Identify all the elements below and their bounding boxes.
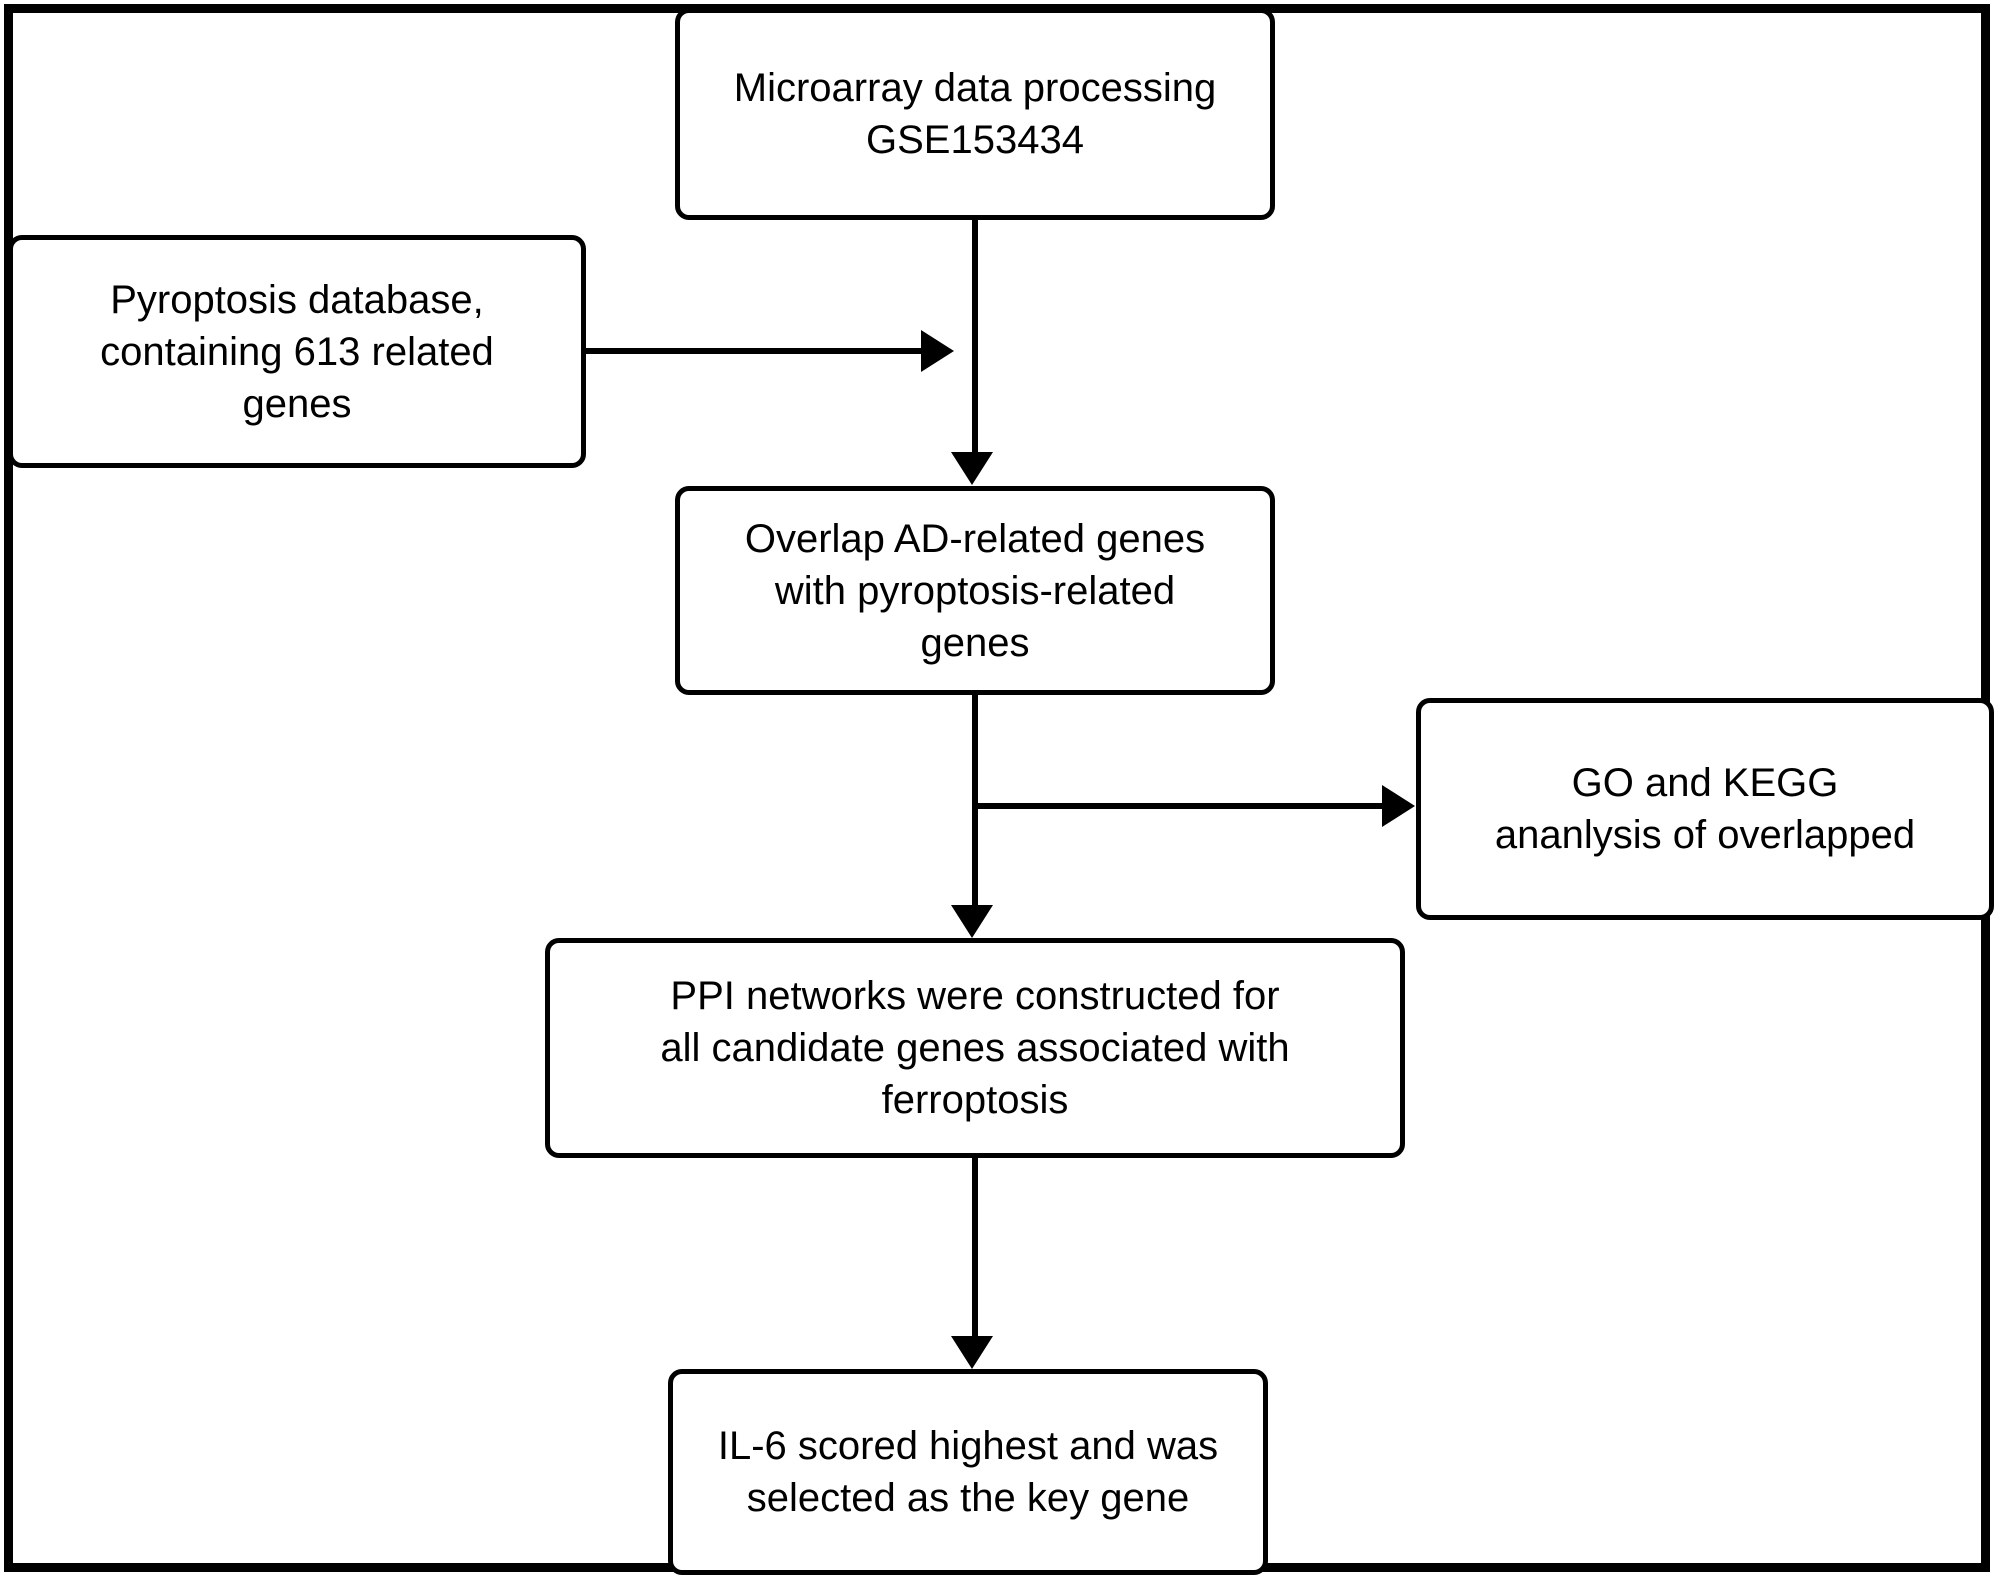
arrow-down-icon-overlap-to-ppi bbox=[951, 905, 993, 938]
node-pyroptosis-database[interactable]: Pyroptosis database, containing 613 rela… bbox=[8, 235, 586, 468]
edge-spine-to-go-kegg-line bbox=[975, 803, 1385, 809]
node-overlap-genes[interactable]: Overlap AD-related genes with pyroptosis… bbox=[675, 486, 1275, 695]
node-ppi-networks[interactable]: PPI networks were constructed for all ca… bbox=[545, 938, 1405, 1158]
node-pyroptosis-label: Pyroptosis database, containing 613 rela… bbox=[100, 277, 494, 426]
arrow-down-icon-microarray-to-overlap bbox=[951, 452, 993, 485]
edge-ppi-to-il6-line bbox=[972, 1158, 978, 1338]
edge-pyroptosis-to-spine-line bbox=[586, 348, 926, 354]
arrow-right-icon-spine-to-go-kegg bbox=[1382, 785, 1415, 827]
node-overlap-label: Overlap AD-related genes with pyroptosis… bbox=[744, 516, 1206, 665]
arrow-right-icon-pyroptosis-to-spine bbox=[921, 330, 954, 372]
node-il6-label: IL-6 scored highest and was selected as … bbox=[717, 1424, 1219, 1520]
arrow-down-icon-ppi-to-il6 bbox=[951, 1336, 993, 1369]
node-microarray-data-processing[interactable]: Microarray data processing GSE153434 bbox=[675, 8, 1275, 220]
node-ppi-label: PPI networks were constructed for all ca… bbox=[660, 974, 1290, 1122]
node-microarray-label: Microarray data processing GSE153434 bbox=[733, 66, 1217, 162]
node-go-kegg-analysis[interactable]: GO and KEGG ananlysis of overlapped bbox=[1416, 698, 1994, 920]
node-il6-key-gene[interactable]: IL-6 scored highest and was selected as … bbox=[668, 1369, 1268, 1575]
edge-overlap-to-ppi-line bbox=[972, 695, 978, 907]
node-go-kegg-label: GO and KEGG ananlysis of overlapped bbox=[1494, 761, 1916, 857]
edge-microarray-to-overlap-line bbox=[972, 220, 978, 454]
